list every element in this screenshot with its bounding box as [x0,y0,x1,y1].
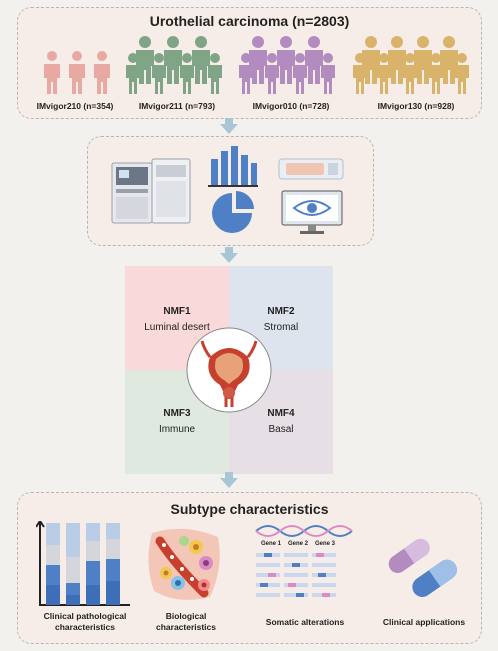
cohort-panel: Urothelial carcinoma (n=2803) IMvigor210… [17,7,482,119]
sequencer-icon [111,158,191,224]
mutation-matrix-icon [256,553,336,597]
clinical-pathological-label: Clinical pathological characteristics [43,611,127,632]
dna-helix-icon [255,525,353,537]
bladder-icon [186,327,272,413]
pills-icon [388,538,457,597]
clinical-applications-label: Clinical applications [382,617,466,627]
data-panel [87,136,374,246]
nmf2-subtitle: Stromal [263,322,299,333]
down-arrow-icon [220,118,238,134]
nmf3-title: NMF3 [163,408,191,419]
cohort-label-2: IMvigor211 (n=793) [138,101,216,111]
cohort-label-4: IMvigor130 (n=928) [377,101,455,111]
tissue-cells-icon [148,528,220,600]
people-group-icon [44,51,110,94]
characteristics-panel: Subtype characteristics Clinical patholo… [17,492,482,644]
cohort-label-3: IMvigor010 (n=728) [252,101,330,111]
stacked-bar-chart-icon [36,521,130,606]
nmf1-title: NMF1 [163,306,191,317]
nmf1-subtitle: Luminal desert [144,322,210,333]
somatic-alterations-label: Somatic alterations [265,617,345,627]
biological-label: Biological characteristics [155,611,216,632]
down-arrow-icon [220,472,238,488]
nmf2-title: NMF2 [267,306,295,317]
bar-chart-icon [208,146,258,187]
cohort-label-1: IMvigor210 (n=354) [36,101,114,111]
characteristics-title: Subtype characteristics [170,501,329,517]
nmf4-subtitle: Basal [268,424,294,435]
nmf3-subtitle: Immune [158,424,196,435]
gene-label-3: Gene 3 [315,541,336,547]
gene-label-1: Gene 1 [261,541,282,547]
nmf4-title: NMF4 [267,408,295,419]
pie-chart-icon [212,191,254,233]
gene-label-2: Gene 2 [288,541,309,547]
people-group-icon [353,36,469,94]
slide-icon [278,158,344,180]
people-group-icon [126,36,222,94]
cohort-title: Urothelial carcinoma (n=2803) [149,13,350,29]
people-group-icon [239,36,335,94]
down-arrow-icon [220,247,238,263]
monitor-eye-icon [281,190,343,234]
